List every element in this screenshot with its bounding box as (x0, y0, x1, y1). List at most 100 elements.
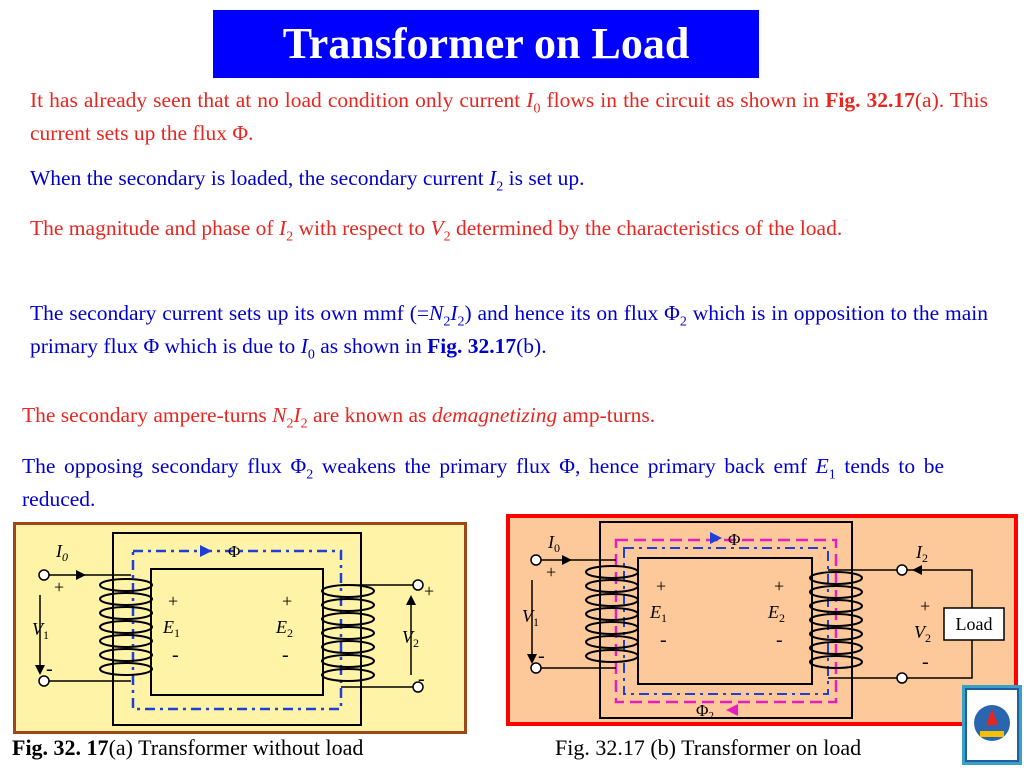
secondary-coil (321, 584, 375, 682)
v2-label: V2 (402, 627, 419, 650)
figure-a-diagram: Φ (32, 532, 434, 726)
minus-sign: - (418, 668, 425, 690)
secondary-coil (809, 571, 863, 669)
subscript: 2 (496, 179, 504, 195)
text: weakens the primary flux Φ, hence primar… (313, 454, 816, 478)
subscript: 2 (457, 314, 465, 330)
terminal (896, 564, 908, 576)
paragraph-magnitude-phase: The magnitude and phase of I2 with respe… (30, 212, 988, 245)
wire (907, 569, 973, 608)
text: determined by the characteristics of the… (450, 216, 843, 240)
terminal (38, 675, 50, 687)
phi-label: Φ (728, 530, 740, 549)
plus-sign: + (656, 576, 666, 596)
terminal (530, 662, 542, 674)
primary-coil (99, 578, 153, 676)
minus-sign: - (538, 645, 545, 667)
minus-sign: - (46, 658, 53, 680)
caption-figure-a: Fig. 32. 17(a) Transformer without load (12, 733, 363, 763)
subscript: 0 (533, 101, 541, 117)
v1-label: V1 (32, 619, 49, 642)
flux-path (131, 549, 343, 711)
i0-label: I0 (547, 532, 560, 555)
subscript: 2 (286, 416, 294, 432)
minus-sign: - (172, 644, 179, 666)
page-title: Transformer on Load (213, 10, 759, 78)
flux-arrow-icon (710, 532, 722, 544)
text: with respect to (293, 216, 431, 240)
flux-arrow-icon (726, 704, 738, 716)
subscript: 2 (443, 314, 451, 330)
terminal (530, 554, 542, 566)
plus-sign: + (774, 576, 784, 596)
load-label: Load (956, 614, 993, 634)
text: as shown in (314, 334, 428, 358)
symbol-i2: I (293, 403, 301, 427)
caption-text: (a) Transformer without load (108, 735, 364, 760)
paragraph-secondary-loaded: When the secondary is loaded, the second… (30, 162, 988, 195)
text: ) and hence its on flux Φ (464, 301, 680, 325)
figure-reference: Fig. 32.17 (427, 334, 517, 358)
figure-a-transformer-no-load: Φ (13, 522, 467, 734)
primary-coil (585, 565, 639, 663)
terminal (412, 681, 424, 693)
v2-label: V2 (914, 622, 931, 645)
minus-sign: - (922, 651, 929, 673)
symbol-n2: N (428, 301, 444, 325)
emphasis: demagnetizing (431, 403, 558, 427)
arrow-head-icon (406, 595, 416, 605)
paragraph-opposing-flux: The opposing secondary flux Φ2 weakens t… (22, 450, 944, 516)
text: are known as (307, 403, 432, 427)
i2-label: I2 (915, 542, 928, 565)
symbol-i0: I (526, 88, 534, 112)
subscript: 2 (300, 416, 308, 432)
subscript: 2 (286, 229, 294, 245)
flux-path-phi (623, 547, 829, 695)
v1-label: V1 (522, 606, 539, 629)
symbol-e1: E (815, 454, 829, 478)
text: (a). This current sets up the flux Φ. (30, 88, 989, 145)
flux-path-phi2 (614, 538, 838, 704)
symbol-v2: V (430, 216, 444, 240)
minus-sign: - (776, 629, 783, 651)
subscript: 2 (443, 229, 451, 245)
text: The secondary current sets up its own mm… (30, 301, 429, 325)
current-arrow-icon (76, 570, 86, 580)
symbol-i2: I (278, 216, 287, 240)
text: which is in opposition to the main prima… (30, 301, 988, 358)
text: is set up. (503, 166, 585, 190)
figure-b-diagram: Φ Φ2 (522, 521, 1005, 722)
terminal (38, 569, 50, 581)
caption-text: Fig. 32.17 (b) Transformer on load (555, 735, 862, 760)
plus-sign: + (282, 591, 292, 611)
core-outer (112, 532, 362, 726)
e1-label: E1 (649, 602, 667, 625)
caption-figure-number: Fig. 32. 17 (12, 735, 109, 760)
e1-label: E1 (162, 617, 180, 640)
institution-logo-icon (962, 685, 1022, 765)
text: The magnitude and phase of (30, 216, 279, 240)
plus-sign: + (54, 577, 64, 597)
flux-arrow-icon (200, 545, 212, 557)
text: amp-turns. (557, 403, 656, 427)
minus-sign: - (282, 644, 289, 666)
subscript: 0 (307, 347, 315, 363)
core-window (637, 557, 813, 685)
plus-sign: + (168, 591, 178, 611)
text: When the secondary is loaded, the second… (30, 166, 490, 190)
text: flows in the circuit as shown in (540, 88, 826, 112)
page-title-text: Transformer on Load (282, 19, 690, 68)
subscript: 2 (306, 467, 314, 483)
terminal (412, 579, 424, 591)
text: The secondary ampere-turns (22, 403, 273, 427)
paragraph-secondary-mmf: The secondary current sets up its own mm… (30, 297, 988, 363)
current-arrow-icon (912, 565, 922, 575)
i0-label: I0 (55, 541, 68, 564)
wire (907, 640, 973, 679)
phi-label: Φ (228, 542, 240, 561)
e2-label: E2 (767, 602, 785, 625)
figure-b-transformer-on-load: Φ Φ2 (506, 514, 1018, 726)
plus-sign: + (546, 562, 556, 582)
plus-sign: + (920, 596, 930, 616)
paragraph-no-load: It has already seen that at no load cond… (30, 84, 988, 150)
